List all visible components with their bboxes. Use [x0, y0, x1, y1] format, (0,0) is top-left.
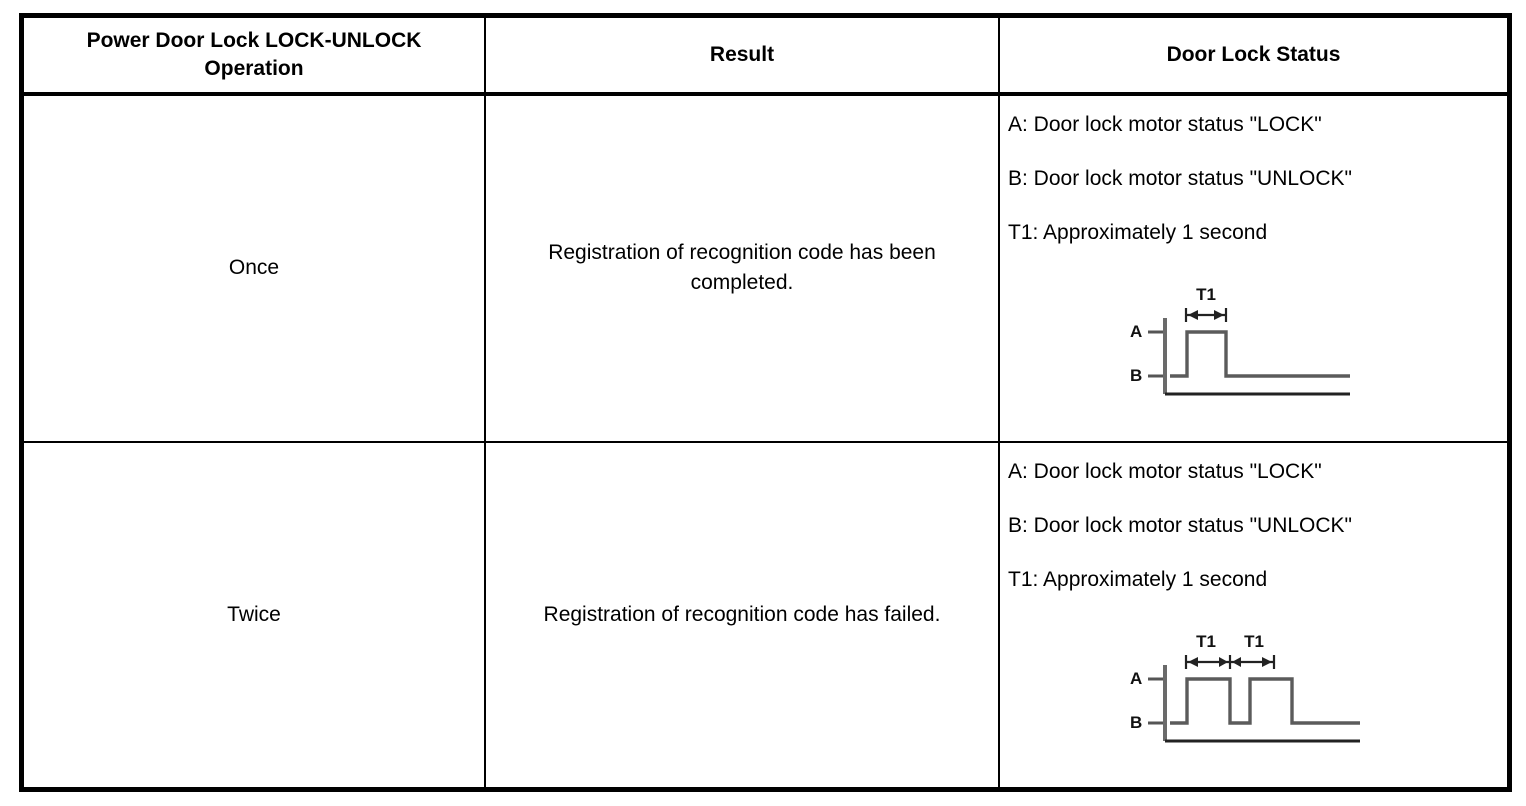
axis-label-a: A	[1130, 669, 1142, 688]
status-line-t1: T1: Approximately 1 second	[1008, 221, 1268, 244]
status-line-b: B: Door lock motor status "UNLOCK"	[1008, 167, 1353, 190]
timing-waveform-svg: T1 A B	[1130, 285, 1350, 396]
timing-diagram-once: T1 A B	[1120, 276, 1380, 406]
axis-ticks	[1148, 677, 1165, 724]
status-line-b: B: Door lock motor status "UNLOCK"	[1008, 513, 1353, 537]
cell-status-twice: A: Door lock motor status "LOCK" B: Door…	[1000, 443, 1507, 788]
dimension-arrow-t1-pair	[1184, 654, 1276, 669]
cell-operation-once: Once	[228, 256, 280, 280]
status-line-a: A: Door lock motor status "LOCK"	[1008, 459, 1322, 483]
interval-label-t1-first: T1	[1196, 632, 1216, 651]
table-row: Once Registration of recognition code ha…	[24, 96, 1507, 443]
axis-label-b: B	[1130, 366, 1142, 385]
interval-label-t1: T1	[1196, 285, 1216, 304]
interval-label-t1-second: T1	[1244, 632, 1264, 651]
axis-label-a: A	[1130, 322, 1142, 341]
status-line-a: A: Door lock motor status "LOCK"	[1008, 113, 1322, 136]
timing-diagram-twice: T1 T1	[1120, 623, 1380, 753]
door-lock-status-table: Power Door Lock LOCK-UNLOCK Operation Re…	[19, 13, 1512, 792]
cell-result-twice: Registration of recognition code has fai…	[484, 442, 1000, 787]
timing-waveform-svg: T1 T1	[1130, 632, 1360, 742]
axis-label-b: B	[1130, 713, 1142, 732]
axis-ticks	[1148, 330, 1165, 378]
table-header-row: Power Door Lock LOCK-UNLOCK Operation Re…	[24, 18, 1507, 96]
status-line-t1: T1: Approximately 1 second	[1008, 567, 1268, 591]
column-header-operation: Power Door Lock LOCK-UNLOCK Operation	[86, 28, 422, 80]
table-row: Twice Registration of recognition code h…	[24, 442, 1507, 788]
cell-result-once: Registration of recognition code has bee…	[484, 96, 1000, 441]
waveform-trace	[1170, 330, 1350, 378]
dimension-arrow-t1	[1184, 308, 1228, 322]
column-header-result: Result	[484, 18, 1000, 92]
cell-operation-twice: Twice	[227, 602, 281, 626]
waveform-trace	[1170, 676, 1360, 725]
cell-status-once: A: Door lock motor status "LOCK" B: Door…	[1000, 96, 1507, 441]
column-header-door-lock-status: Door Lock Status	[1166, 42, 1341, 66]
